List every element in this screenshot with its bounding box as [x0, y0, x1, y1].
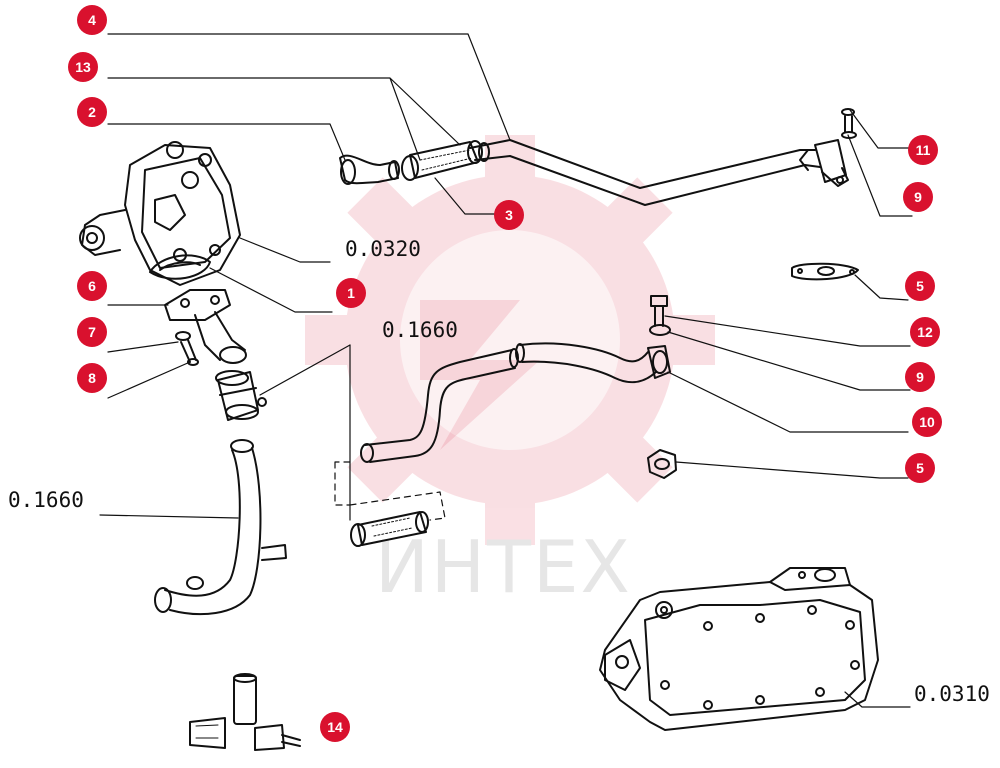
leader-lines: [99, 33, 913, 708]
callout-9-lower: 9: [905, 362, 935, 392]
gasket-5-upper: [791, 262, 859, 281]
callout-14: 14: [320, 712, 350, 742]
callout-11: 11: [908, 135, 938, 165]
elbow-flange: [164, 289, 247, 364]
ref-1660-left: 0.1660: [8, 488, 84, 512]
callout-13: 13: [68, 52, 98, 82]
oil-cooler: [599, 567, 879, 731]
hose-3: [401, 140, 490, 181]
ref-1660-middle: 0.1660: [382, 318, 458, 342]
callout-12: 12: [910, 317, 940, 347]
water-pump: [79, 141, 241, 286]
callout-5-upper: 5: [905, 271, 935, 301]
banjo-pipe: [515, 342, 671, 384]
callout-8: 8: [77, 363, 107, 393]
callout-4: 4: [77, 5, 107, 35]
clip-assembly-14: [189, 673, 301, 751]
callout-2: 2: [77, 97, 107, 127]
callout-10: 10: [912, 407, 942, 437]
ref-0310: 0.0310: [914, 682, 990, 706]
bolt-12: [649, 295, 671, 336]
lower-hose-clamp: [215, 370, 267, 421]
upper-pipe: [469, 139, 849, 206]
pump-gasket: [149, 254, 211, 280]
watermark-text: ИНТЕХ: [375, 525, 632, 609]
callout-1: 1: [336, 278, 366, 308]
callout-3: 3: [494, 200, 524, 230]
dashed-assembly-lines: [334, 461, 446, 521]
short-hose: [350, 511, 429, 547]
middle-pipe: [360, 348, 519, 463]
callout-5-lower: 5: [905, 453, 935, 483]
callout-7: 7: [77, 317, 107, 347]
elbow-2: [339, 154, 400, 185]
callout-6: 6: [77, 271, 107, 301]
left-bent-pipe: [154, 439, 287, 616]
bolt-7-8: [175, 331, 199, 366]
nut-5-lower: [647, 449, 677, 479]
bolt-11: [841, 108, 857, 139]
callout-9-upper: 9: [903, 182, 933, 212]
ref-0320: 0.0320: [345, 237, 421, 261]
